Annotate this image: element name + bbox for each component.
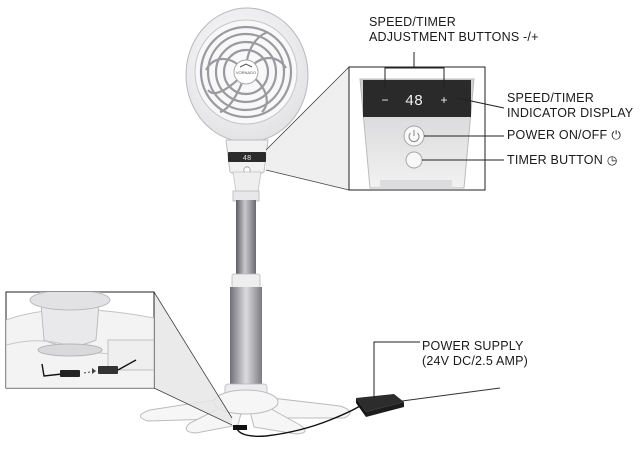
clock-icon: ◷ xyxy=(606,153,618,167)
label-line: (24V DC/2.5 AMP) xyxy=(422,354,529,368)
power-icon: ⏻ xyxy=(611,128,622,142)
zoom-cone-panel xyxy=(266,67,349,190)
power-cord xyxy=(235,405,361,437)
label-power-supply: POWER SUPPLY (24V DC/2.5 AMP) xyxy=(422,339,528,369)
zoom-cone-base xyxy=(154,292,232,425)
small-display-panel xyxy=(228,152,266,162)
plus-button[interactable]: + xyxy=(440,93,447,107)
label-speed-timer-adjustment: SPEED/TIMER ADJUSTMENT BUTTONS -/+ xyxy=(369,15,539,45)
minus-button[interactable]: − xyxy=(381,93,388,107)
fan-pole xyxy=(224,190,268,399)
label-text: TIMER BUTTON xyxy=(507,153,603,167)
base-connector-callout xyxy=(5,291,155,389)
base-jack xyxy=(98,366,118,374)
timer-button[interactable] xyxy=(405,151,423,169)
cord-plug xyxy=(233,425,247,430)
pole-collar xyxy=(231,273,261,289)
label-speed-timer-display: SPEED/TIMER INDICATOR DISPLAY xyxy=(507,91,633,121)
label-power: POWER ON/OFF⏻ xyxy=(507,128,621,143)
label-line: SPEED/TIMER xyxy=(369,15,456,29)
label-text: POWER ON/OFF xyxy=(507,128,608,142)
label-line: SPEED/TIMER xyxy=(507,91,594,105)
power-supply-brick xyxy=(356,394,404,417)
control-panel-callout: − + 48 xyxy=(348,66,486,191)
power-supply-leader xyxy=(373,341,420,398)
fan-control-housing: 48 xyxy=(225,139,269,193)
panel-leaders xyxy=(384,52,505,161)
barrel-plug xyxy=(60,370,80,377)
fan-logo: VORNADO xyxy=(236,70,256,75)
small-readout: 48 xyxy=(243,155,251,163)
power-cord-out xyxy=(401,387,501,402)
fan-head: VORNADO xyxy=(185,7,309,143)
label-timer: TIMER BUTTON◷ xyxy=(507,153,618,168)
display-readout: 48 xyxy=(405,93,423,110)
power-button-icon xyxy=(408,132,420,142)
display-panel xyxy=(363,80,471,117)
label-line: INDICATOR DISPLAY xyxy=(507,106,634,120)
label-line: POWER SUPPLY xyxy=(422,339,524,353)
label-line: ADJUSTMENT BUTTONS -/+ xyxy=(369,30,539,44)
